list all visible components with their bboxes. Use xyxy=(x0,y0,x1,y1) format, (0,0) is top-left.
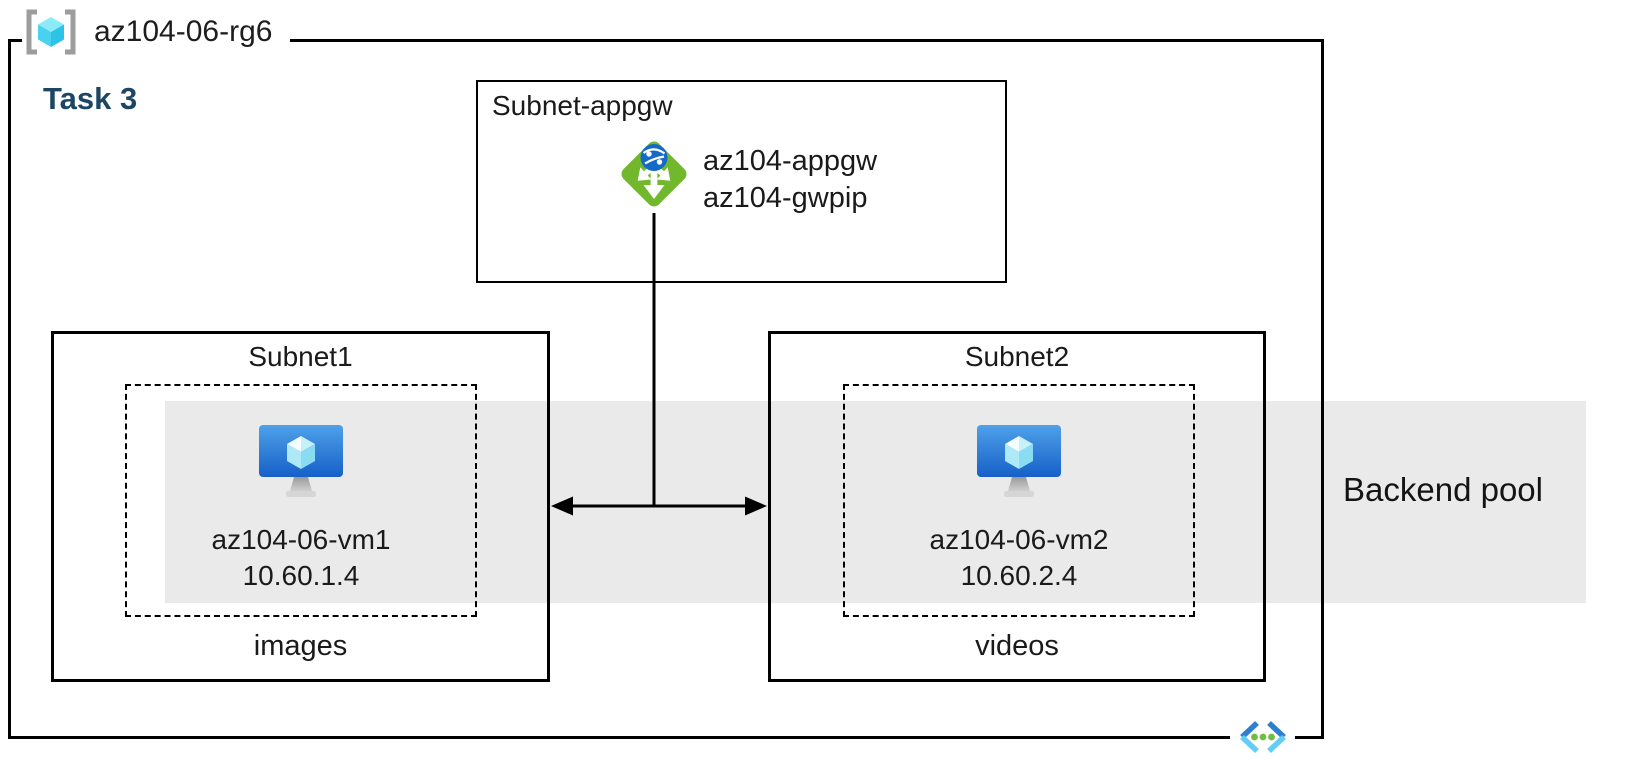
subnet-appgw-title: Subnet-appgw xyxy=(492,90,673,121)
left-bracket xyxy=(26,9,37,55)
dot-2 xyxy=(1259,733,1266,740)
virtual-machine-icon-vm1 xyxy=(259,425,343,497)
right-bracket xyxy=(65,9,76,55)
backend-pool-label: Backend pool xyxy=(1343,471,1543,508)
monitor-base xyxy=(286,491,316,497)
cube-right-face xyxy=(1019,444,1033,469)
vm2-name: az104-06-vm2 xyxy=(929,524,1109,555)
monitor-base xyxy=(1004,491,1034,497)
cube-top-right xyxy=(301,436,315,452)
vm1-ip: 10.60.1.4 xyxy=(242,560,360,591)
resource-group-header: az104-06-rg6 xyxy=(22,7,291,57)
cube-top-right xyxy=(1019,436,1033,452)
subnet1-title: Subnet1 xyxy=(248,341,353,372)
subnet2-caption: videos xyxy=(975,630,1059,662)
subnet-appgw-box: Subnet-appgw xyxy=(476,80,1007,283)
vm2-ip: 10.60.2.4 xyxy=(960,560,1078,591)
vm1-name: az104-06-vm1 xyxy=(211,524,391,555)
subnet2-title: Subnet2 xyxy=(964,341,1070,372)
gateway-public-ip-name: az104-gwpip xyxy=(703,182,868,214)
right-chevron-top xyxy=(1266,720,1286,739)
down-arrow xyxy=(643,162,665,199)
virtual-network-icon xyxy=(1239,720,1286,753)
resource-group-icon xyxy=(26,9,76,55)
monitor-stand xyxy=(290,477,312,491)
left-chevron-bottom xyxy=(1239,734,1259,753)
monitor-stand xyxy=(1008,477,1030,491)
cube-left-face xyxy=(38,24,51,47)
vm1-label: az104-06-vm1 10.60.1.4 xyxy=(125,522,477,594)
cube-top-left xyxy=(1005,436,1019,452)
dot-3 xyxy=(1267,733,1275,740)
subnet2-backend-pool-member-box xyxy=(843,384,1195,617)
subnet1-backend-pool-member-box xyxy=(125,384,477,617)
cube-top-left xyxy=(287,436,301,452)
virtual-network-icon-wrapper xyxy=(1230,716,1295,757)
vm2-label: az104-06-vm2 10.60.2.4 xyxy=(843,522,1195,594)
task-label: Task 3 xyxy=(43,81,138,116)
globe xyxy=(640,144,668,171)
right-chevron-bottom xyxy=(1266,734,1286,753)
cube-left-face xyxy=(1005,444,1019,469)
resource-group-name: az104-06-rg6 xyxy=(94,15,273,48)
subnet1-box: Subnet1 xyxy=(51,331,550,682)
cube-right-face xyxy=(51,24,64,47)
left-chevron-top xyxy=(1239,720,1259,739)
application-gateway-icon xyxy=(621,141,687,207)
virtual-machine-icon-vm2 xyxy=(977,425,1061,497)
cube-left-face xyxy=(287,444,301,469)
cube-right-face xyxy=(301,444,315,469)
application-gateway-labels: az104-appgw az104-gwpip xyxy=(703,143,877,217)
dot-1 xyxy=(1250,733,1258,740)
backend-pool-band xyxy=(165,401,1586,603)
resource-group-box xyxy=(8,39,1324,739)
subnet2-box: Subnet2 xyxy=(768,331,1266,682)
subnet1-caption: images xyxy=(253,630,348,662)
gateway-name: az104-appgw xyxy=(703,145,878,177)
